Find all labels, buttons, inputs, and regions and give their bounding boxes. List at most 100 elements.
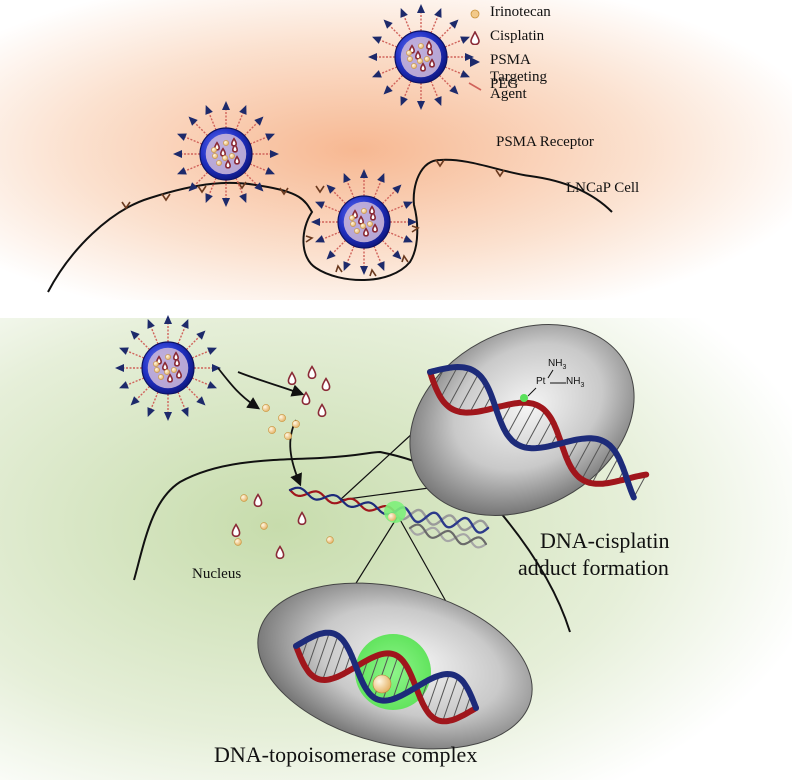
targeting-agent-arrow [315, 235, 325, 243]
peg-chain [430, 16, 439, 34]
nanoparticle-top [368, 4, 474, 110]
dna-cisplatin-zoom-ellipse [409, 324, 635, 516]
np-irinotecan [153, 361, 159, 367]
irinotecan-molecule [278, 414, 286, 422]
np-irinotecan [350, 221, 356, 227]
base-pair [603, 457, 619, 484]
peg-chain [185, 163, 203, 172]
base-pair [524, 410, 546, 448]
peg-chain [323, 204, 341, 213]
np-cisplatin [425, 40, 433, 50]
targeting-agent-arrow [207, 381, 217, 389]
legend-label: PSMA Targeting Agent [490, 52, 547, 102]
targeting-agent-arrow [254, 116, 264, 126]
targeting-agent-arrow [311, 218, 320, 226]
np-irinotecan [360, 223, 366, 229]
np-irinotecan [223, 140, 229, 146]
cell-membrane [47, 158, 613, 293]
irinotecan-molecule [292, 420, 300, 428]
cisplatin-molecule [287, 371, 297, 386]
base-pair [581, 440, 604, 480]
np-cisplatin [362, 227, 370, 237]
np-cisplatin [369, 211, 377, 221]
dna-strand [427, 363, 637, 501]
peg-chain [235, 177, 244, 195]
dna-strand [293, 643, 479, 725]
base-pair [366, 654, 380, 691]
targeting-agent-arrow [383, 85, 393, 95]
targeting-agent-arrow [164, 412, 172, 421]
base-pair [633, 474, 647, 498]
dna-strand [293, 629, 479, 711]
base-pair [457, 373, 479, 412]
targeting-agent-arrow [408, 218, 417, 226]
peg-chain [127, 350, 145, 359]
np-cisplatin [172, 351, 180, 361]
peg-chain [389, 74, 404, 89]
np-irinotecan [154, 367, 160, 373]
peg-chain [136, 385, 151, 400]
topo-irinotecan-bead [372, 674, 392, 694]
peg-chain [208, 113, 217, 131]
base-pair [440, 366, 458, 398]
base-pair [392, 663, 406, 700]
np-cisplatin [414, 50, 422, 60]
targeting-agent-arrow [173, 150, 182, 158]
targeting-agent-arrow [326, 250, 336, 260]
base-pair [573, 438, 593, 472]
np-cisplatin [426, 46, 434, 56]
psma-receptor-label: PSMA Receptor [496, 134, 594, 150]
peg-chain [373, 181, 382, 199]
peg-chain [185, 385, 200, 400]
targeting-agent-arrow [403, 201, 413, 209]
np-cisplatin [219, 147, 227, 157]
targeting-agent-arrow [188, 182, 198, 192]
np-cisplatin [231, 143, 239, 153]
nh3-top-label: NH3 [548, 358, 567, 371]
cisplatin-molecule [321, 377, 331, 392]
targeting-agent-arrow [196, 330, 206, 340]
cisplatin-binding-dot [520, 394, 528, 402]
np-cisplatin [230, 137, 238, 147]
irinotecan-molecule [234, 538, 242, 546]
base-pair [313, 632, 330, 678]
targeting-agent-arrow [326, 184, 336, 194]
peg-chain [150, 391, 159, 409]
nh3-right-label: NH3 [566, 376, 585, 389]
dna-strand [427, 369, 650, 487]
irinotecan-molecule [240, 494, 248, 502]
legend-label: Irinotecan [490, 4, 551, 20]
base-pair [306, 634, 320, 670]
np-cisplatin [166, 373, 174, 383]
targeting-agent-arrow [368, 53, 377, 61]
irinotecan-molecule [326, 536, 334, 544]
peg-chain [243, 171, 258, 186]
peg-chain [177, 391, 186, 409]
pt-bond-to-dna [527, 387, 537, 397]
pt-nh3-top-bond [547, 369, 554, 379]
targeting-agent-arrow [164, 315, 172, 324]
cisplatin-molecule [231, 523, 241, 538]
targeting-agent-arrow [449, 19, 459, 29]
np-irinotecan [407, 56, 413, 62]
np-irinotecan [229, 153, 235, 159]
irinotecan-molecule [284, 432, 292, 440]
targeting-agent-arrow [417, 101, 425, 110]
base-pair [382, 656, 399, 701]
targeting-agent-arrow [130, 330, 140, 340]
base-pair [322, 635, 339, 681]
irinotecan-dot-icon [470, 9, 480, 19]
cisplatin-drop-icon [470, 31, 480, 45]
np-irinotecan [406, 50, 412, 56]
targeting-agent-arrow [465, 53, 474, 61]
np-cisplatin [175, 369, 183, 379]
base-pair [514, 404, 537, 444]
targeting-agent-arrow [265, 133, 275, 141]
targeting-agent-arrow [372, 36, 382, 44]
nucleus-irinotecan-spot [388, 513, 396, 521]
targeting-agent-arrow [392, 250, 402, 260]
irinotecan-molecule [260, 522, 268, 530]
legend-label: Cisplatin [490, 28, 545, 44]
dna-strand [288, 486, 397, 516]
peg-chain [438, 25, 453, 40]
